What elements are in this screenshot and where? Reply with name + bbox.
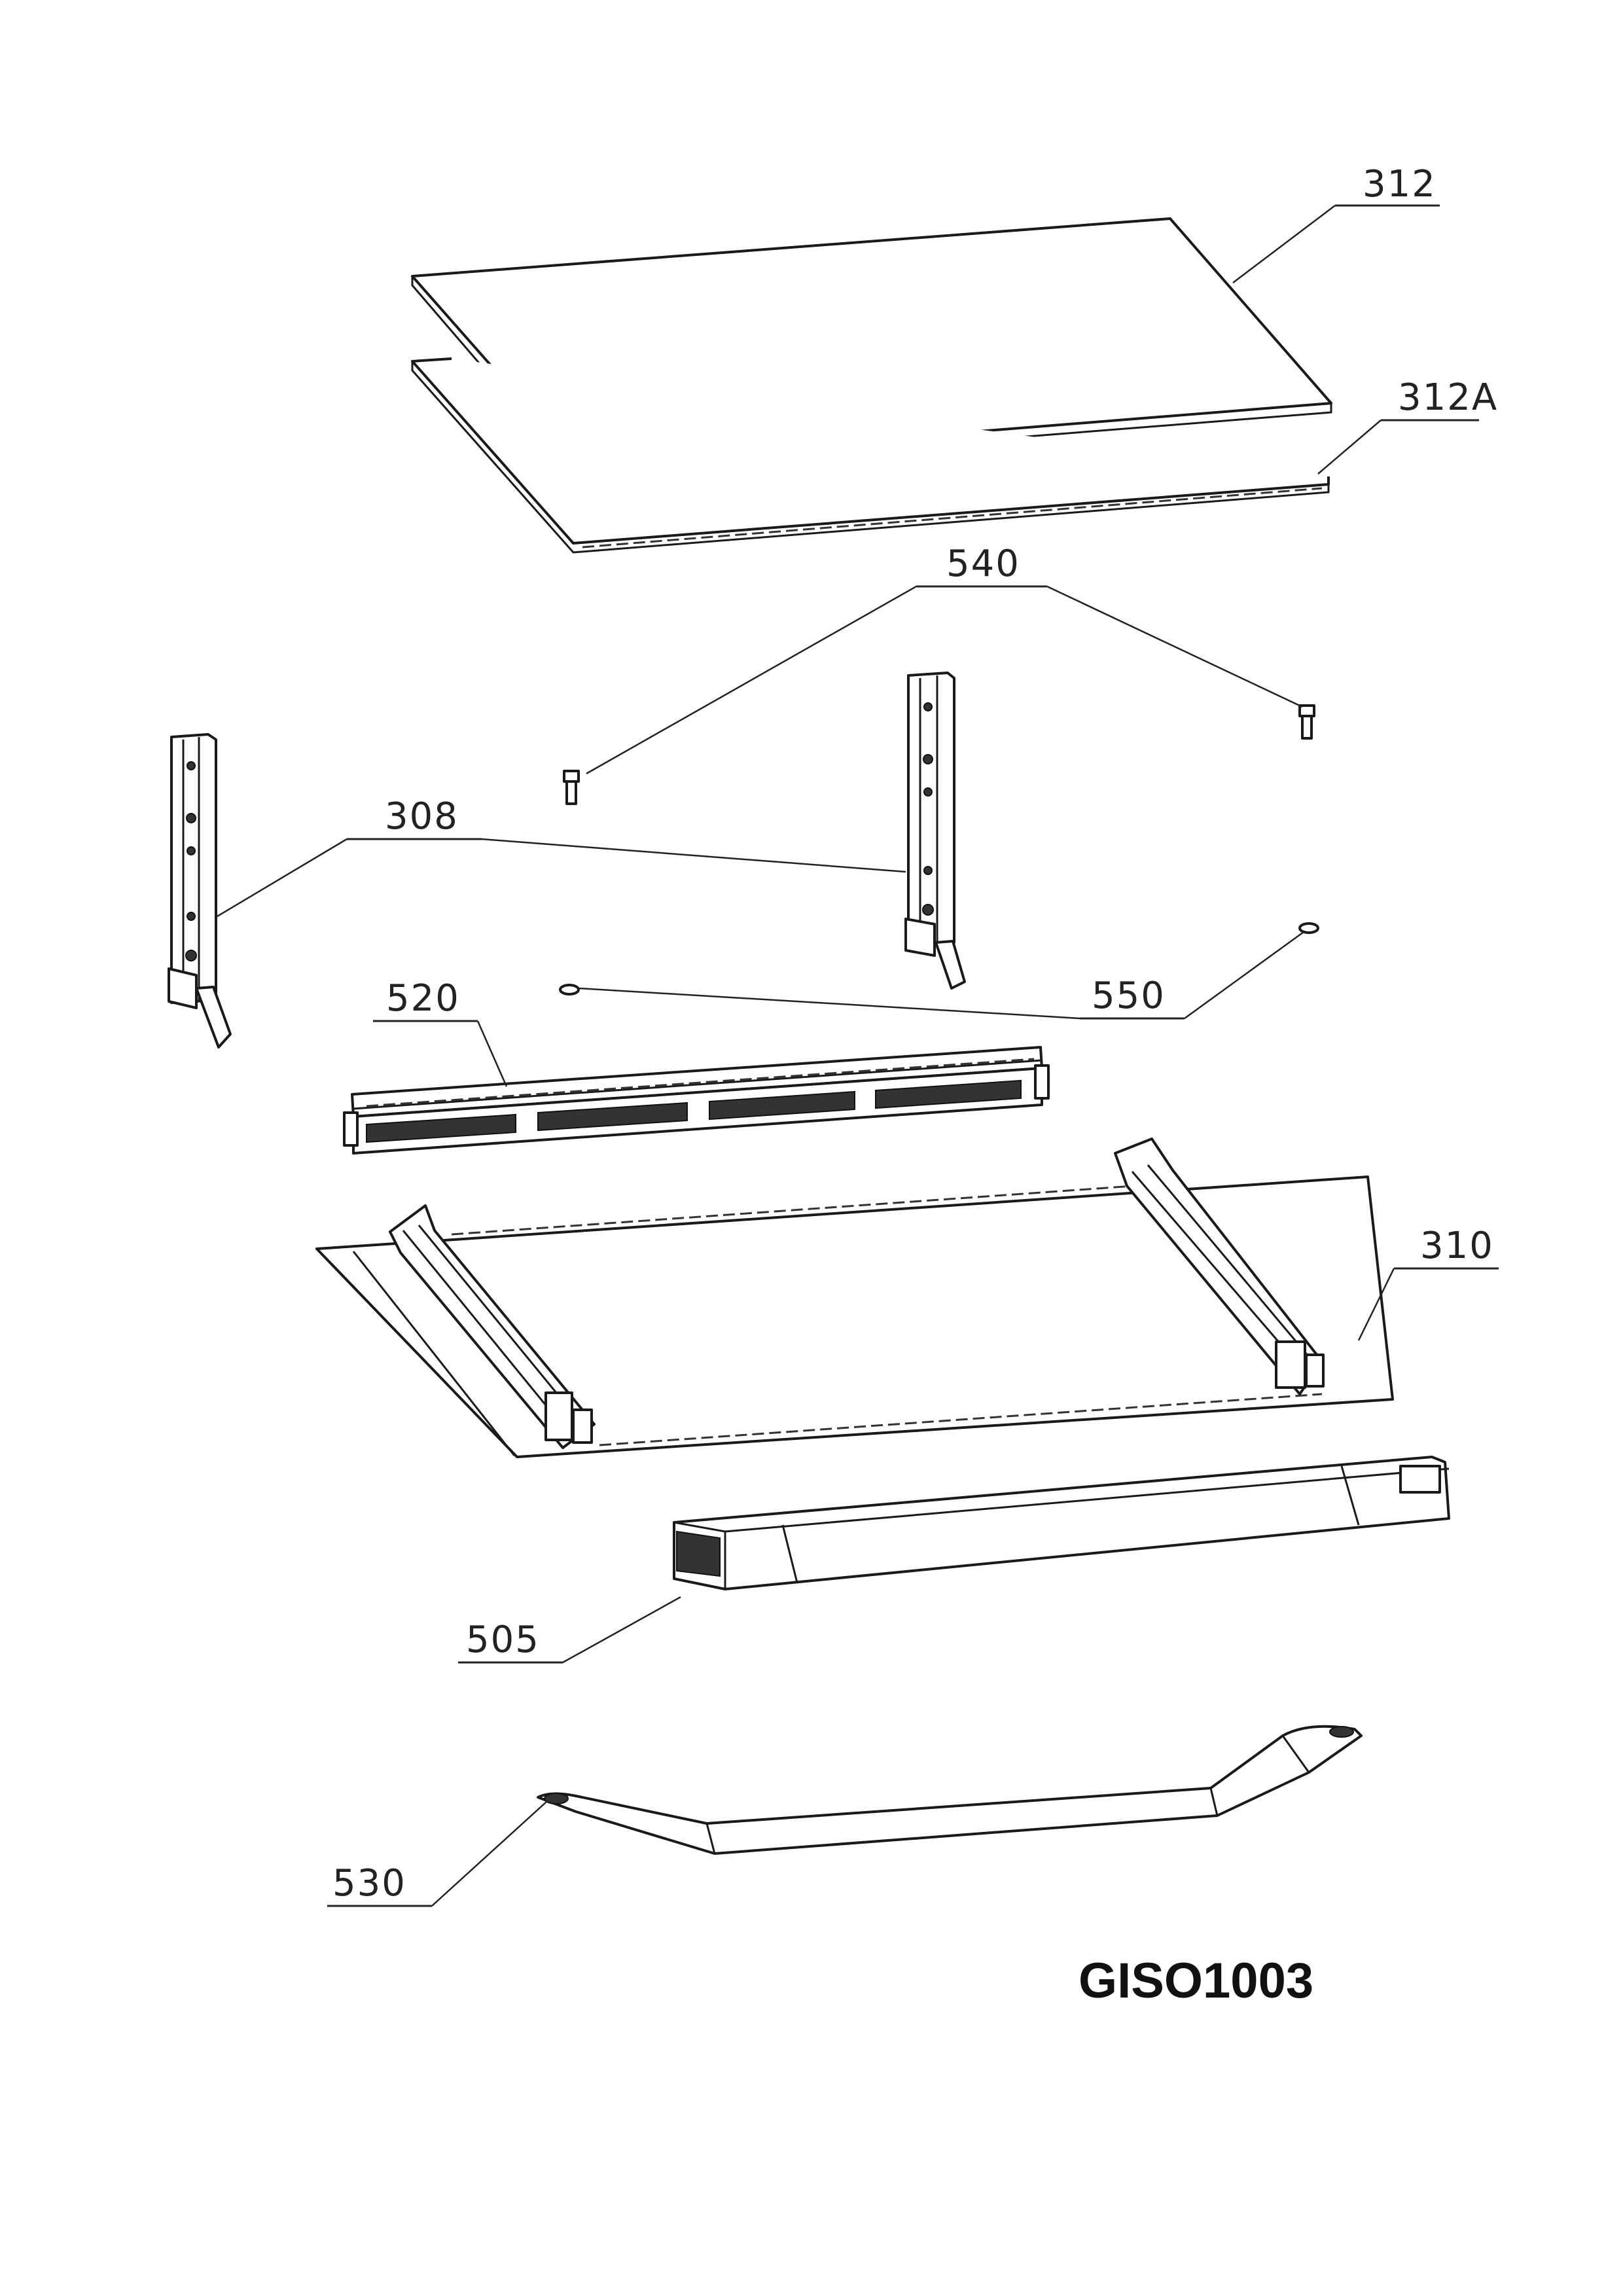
door-trim-505: [673, 1456, 1450, 1590]
part-label-540: 540: [946, 543, 1020, 585]
part-label-312a: 312A: [1398, 376, 1498, 419]
glass-panel-312a: [411, 357, 1330, 554]
part-label-312: 312: [1363, 163, 1436, 206]
hinge-308-right: [904, 672, 966, 990]
part-label-550: 550: [1092, 975, 1166, 1017]
door-frame-310: [315, 1138, 1394, 1458]
part-label-505: 505: [466, 1619, 540, 1661]
pin-550-left: [559, 984, 580, 996]
screw-540-left: [563, 770, 580, 805]
leader-lines: [217, 204, 1499, 1907]
drawing-code: GISO1003: [1079, 1953, 1313, 2009]
part-label-310: 310: [1420, 1225, 1494, 1267]
screw-540-right: [1298, 704, 1315, 740]
hinge-308-left: [168, 733, 232, 1049]
part-label-530: 530: [332, 1862, 406, 1905]
trim-bar-520: [343, 1046, 1050, 1155]
handle-530: [537, 1725, 1363, 1855]
part-label-308: 308: [385, 795, 459, 838]
part-label-520: 520: [386, 977, 460, 1020]
pin-550-right: [1298, 922, 1319, 934]
